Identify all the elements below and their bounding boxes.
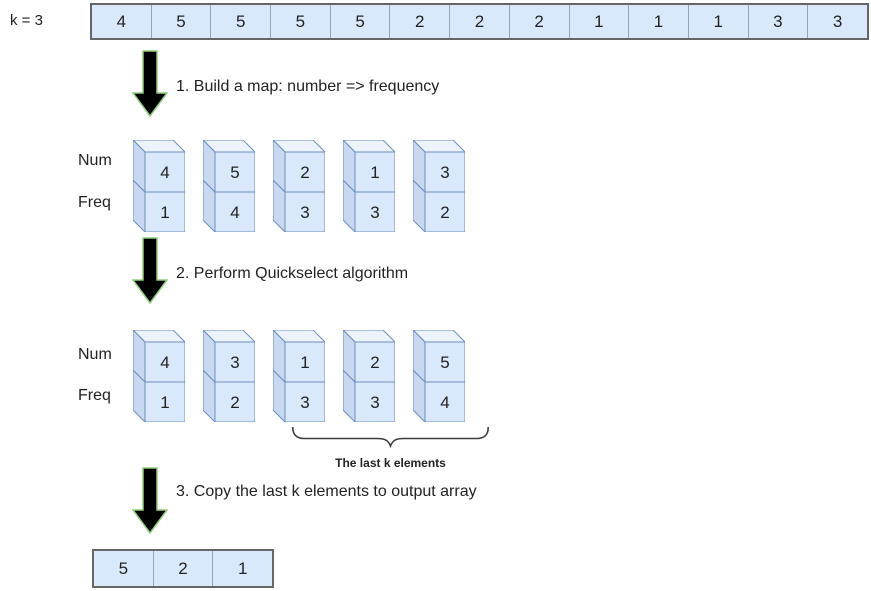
input-array-cell: 3 (747, 5, 808, 38)
map1-entry: 4 1 (133, 140, 185, 232)
map2-entry: 5 4 (413, 330, 465, 422)
cube-front-face (144, 191, 185, 232)
cube-front-face (354, 341, 395, 383)
freq-value: 4 (440, 393, 449, 412)
down-arrow-icon (132, 50, 168, 118)
input-array-cell: 5 (329, 5, 390, 38)
map1-num-label: Num (78, 152, 112, 169)
cube-front-face (214, 381, 255, 422)
freq-value: 3 (300, 203, 309, 222)
input-array-cell: 2 (389, 5, 449, 38)
cube-front-face (144, 381, 185, 422)
map2-entry: 2 3 (343, 330, 395, 422)
input-array-cell: 1 (568, 5, 629, 38)
cube-front-face (424, 151, 465, 193)
map2-num-label: Num (78, 346, 112, 363)
input-array-cell: 2 (508, 5, 569, 38)
freq-value: 3 (300, 393, 309, 412)
input-array-cell: 5 (150, 5, 211, 38)
freq-value: 4 (230, 203, 239, 222)
map2-entry: 3 2 (203, 330, 255, 422)
input-array: 4 5 5 5 5 2 2 2 1 1 1 3 3 (90, 3, 869, 40)
output-array-cell: 2 (152, 551, 213, 586)
input-array-cell: 3 (807, 5, 867, 38)
cube-front-face (214, 341, 255, 383)
freq-value: 1 (160, 203, 169, 222)
cube-front-face (284, 341, 325, 383)
k-label: k = 3 (10, 12, 43, 29)
map2-freq-label: Freq (78, 387, 111, 404)
cube-front-face (354, 151, 395, 193)
map2-entry: 4 1 (133, 330, 185, 422)
input-array-cell: 1 (687, 5, 748, 38)
num-value: 2 (300, 163, 309, 182)
map1-entry: 3 2 (413, 140, 465, 232)
cube-front-face (144, 151, 185, 193)
step-3-label: 3. Copy the last k elements to output ar… (176, 483, 477, 500)
cube-front-face (284, 381, 325, 422)
down-arrow-icon (132, 237, 168, 305)
output-array-cell: 5 (118, 558, 129, 578)
freq-value: 2 (440, 203, 449, 222)
step-1-label: 1. Build a map: number => frequency (176, 78, 440, 95)
freq-value: 2 (230, 393, 239, 412)
input-array-cell: 5 (210, 5, 270, 38)
num-value: 5 (440, 353, 449, 372)
map1-entry: 5 4 (203, 140, 255, 232)
freq-value: 3 (370, 393, 379, 412)
output-array: 5 2 1 (92, 549, 274, 588)
map2-entry: 1 3 (273, 330, 325, 422)
num-value: 5 (230, 163, 239, 182)
map1-entry: 1 3 (343, 140, 395, 232)
input-array-cell: 5 (270, 5, 330, 38)
output-array-cell: 1 (212, 551, 272, 586)
num-value: 1 (300, 353, 309, 372)
down-arrow-icon (132, 467, 168, 535)
num-value: 3 (440, 163, 449, 182)
map1-entry: 2 3 (273, 140, 325, 232)
num-value: 2 (370, 353, 379, 372)
num-value: 4 (160, 353, 169, 372)
input-array-cell: 1 (628, 5, 688, 38)
input-array-cell: 2 (449, 5, 509, 38)
cube-front-face (284, 191, 325, 232)
num-value: 1 (370, 163, 379, 182)
cube-front-face (144, 341, 185, 383)
input-array-cell: 4 (116, 11, 127, 31)
cube-front-face (424, 341, 465, 383)
brace-icon (292, 427, 489, 449)
map1-freq-label: Freq (78, 194, 111, 211)
num-value: 3 (230, 353, 239, 372)
cube-front-face (284, 151, 325, 193)
freq-value: 1 (160, 393, 169, 412)
cube-front-face (424, 381, 465, 422)
cube-front-face (214, 151, 255, 193)
num-value: 4 (160, 163, 169, 182)
freq-value: 3 (370, 203, 379, 222)
step-2-label: 2. Perform Quickselect algorithm (176, 265, 409, 282)
brace-label: The last k elements (335, 456, 446, 470)
